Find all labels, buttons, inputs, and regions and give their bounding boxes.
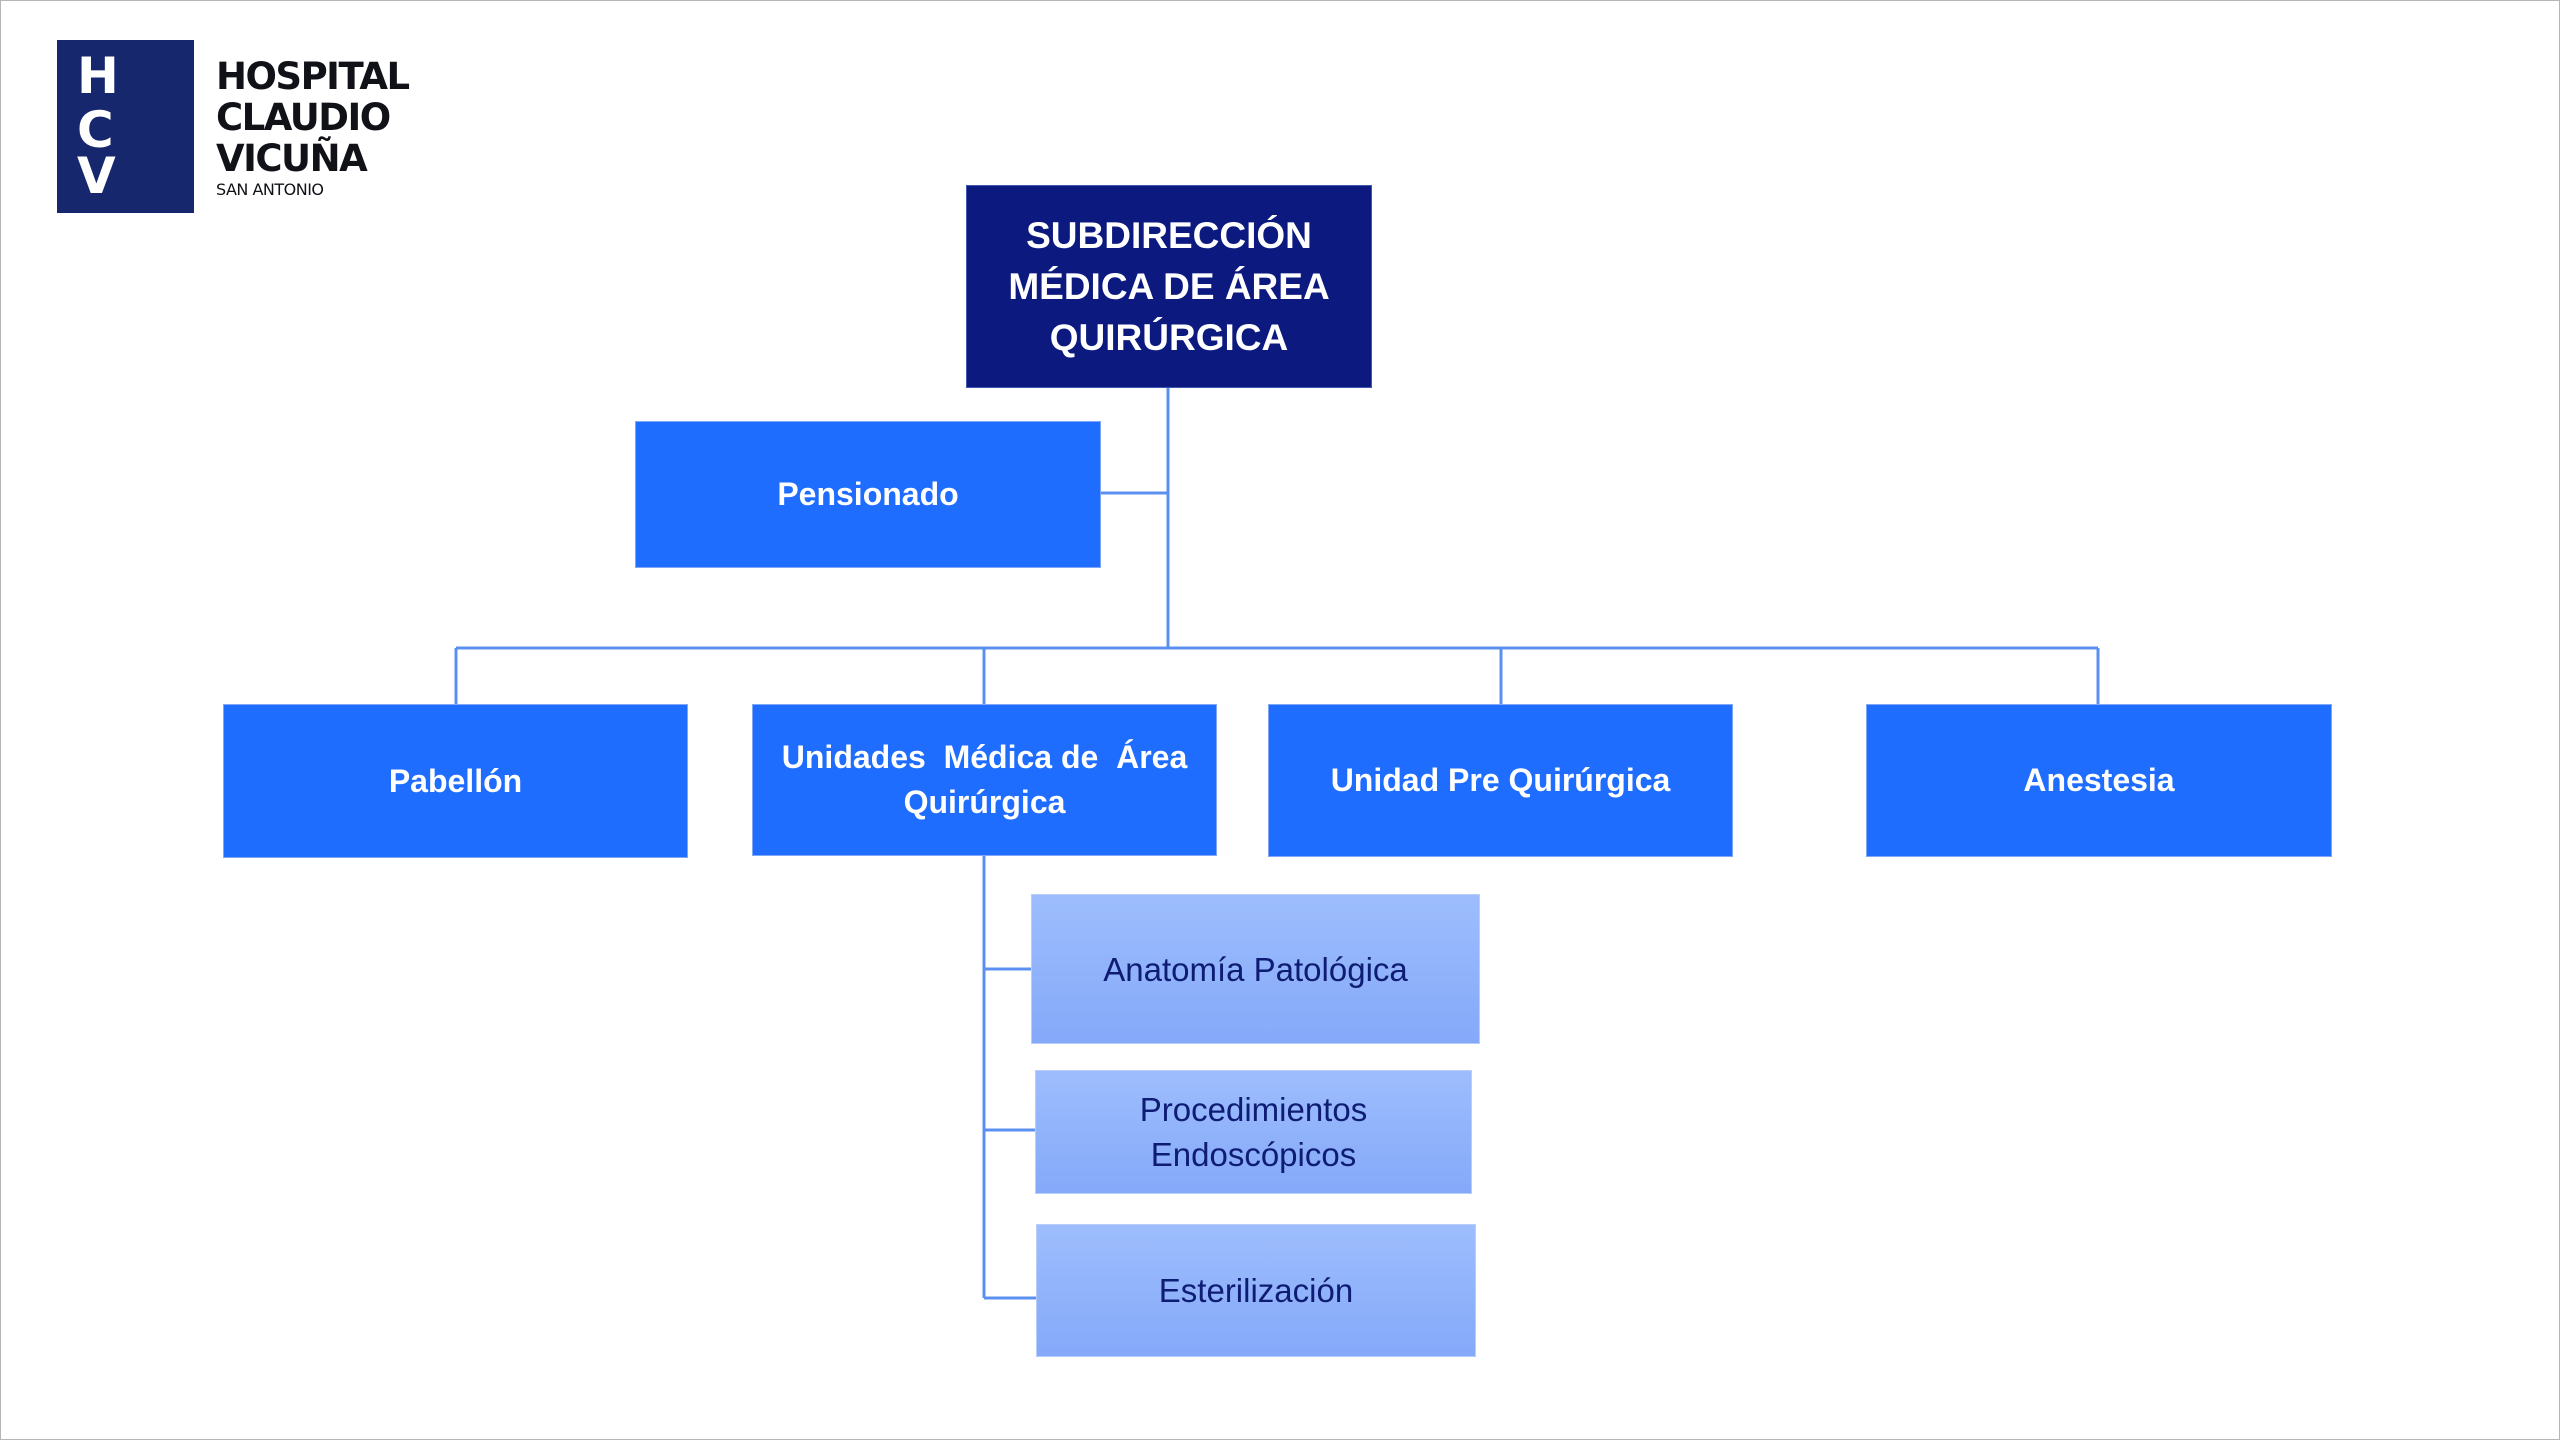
unidades-label-line-2: Quirúrgica — [903, 784, 1066, 820]
unidades-label-line-1: Unidades Médica de Área — [781, 739, 1188, 775]
pabellon-label: Pabellón — [388, 762, 523, 799]
anestesia-label: Anestesia — [2023, 762, 2175, 798]
procedimientos-label-line-2: Endoscópicos — [1150, 1136, 1357, 1173]
org-node-pensionado: Pensionado — [635, 421, 1101, 568]
hcv-logo-mark: H C V — [57, 40, 194, 213]
root-label-line-3: QUIRÚRGICA — [1049, 317, 1289, 358]
org-node-esterilizacion: Esterilización — [1036, 1224, 1476, 1357]
esterilizacion-label: Esterilización — [1158, 1272, 1354, 1309]
procedimientos-label-line-1: Procedimientos — [1139, 1091, 1368, 1128]
org-node-procedimientos-endoscopicos: Procedimientos Endoscópicos — [1035, 1070, 1472, 1194]
org-node-pabellon: Pabellón — [223, 704, 688, 858]
anatomia-label: Anatomía Patológica — [1103, 950, 1408, 988]
pre-quirurgica-label: Unidad Pre Quirúrgica — [1330, 762, 1671, 798]
hospital-location: SAN ANTONIO — [216, 180, 324, 199]
logo-letter-c: C — [77, 101, 114, 159]
hospital-name-line-1: HOSPITAL — [216, 55, 410, 98]
org-node-anestesia: Anestesia — [1866, 704, 2332, 857]
hospital-name-line-3: VICUÑA — [216, 137, 368, 180]
hospital-name: HOSPITAL CLAUDIO VICUÑA SAN ANTONIO — [216, 55, 410, 200]
hospital-name-line-2: CLAUDIO — [216, 96, 391, 139]
org-node-unidad-pre-quirurgica: Unidad Pre Quirúrgica — [1268, 704, 1733, 857]
org-node-subdireccion-label: SUBDIRECCIÓN MÉDICA DE ÁREA QUIRÚRGICA — [1008, 210, 1329, 363]
org-node-anatomia-patologica: Anatomía Patológica — [1031, 894, 1480, 1044]
logo-letter-h: H — [77, 47, 119, 105]
root-label-line-1: SUBDIRECCIÓN — [1026, 215, 1312, 256]
org-node-subdireccion: SUBDIRECCIÓN MÉDICA DE ÁREA QUIRÚRGICA — [966, 185, 1372, 388]
root-label-line-2: MÉDICA DE ÁREA — [1008, 266, 1330, 307]
unidades-medica-label: Unidades Médica de Área Quirúrgica — [782, 735, 1187, 825]
logo-letter-v: V — [77, 147, 116, 205]
pensionado-label: Pensionado — [777, 476, 959, 512]
procedimientos-label: Procedimientos Endoscópicos — [1140, 1087, 1367, 1177]
org-node-unidades-medica: Unidades Médica de Área Quirúrgica — [752, 704, 1217, 856]
